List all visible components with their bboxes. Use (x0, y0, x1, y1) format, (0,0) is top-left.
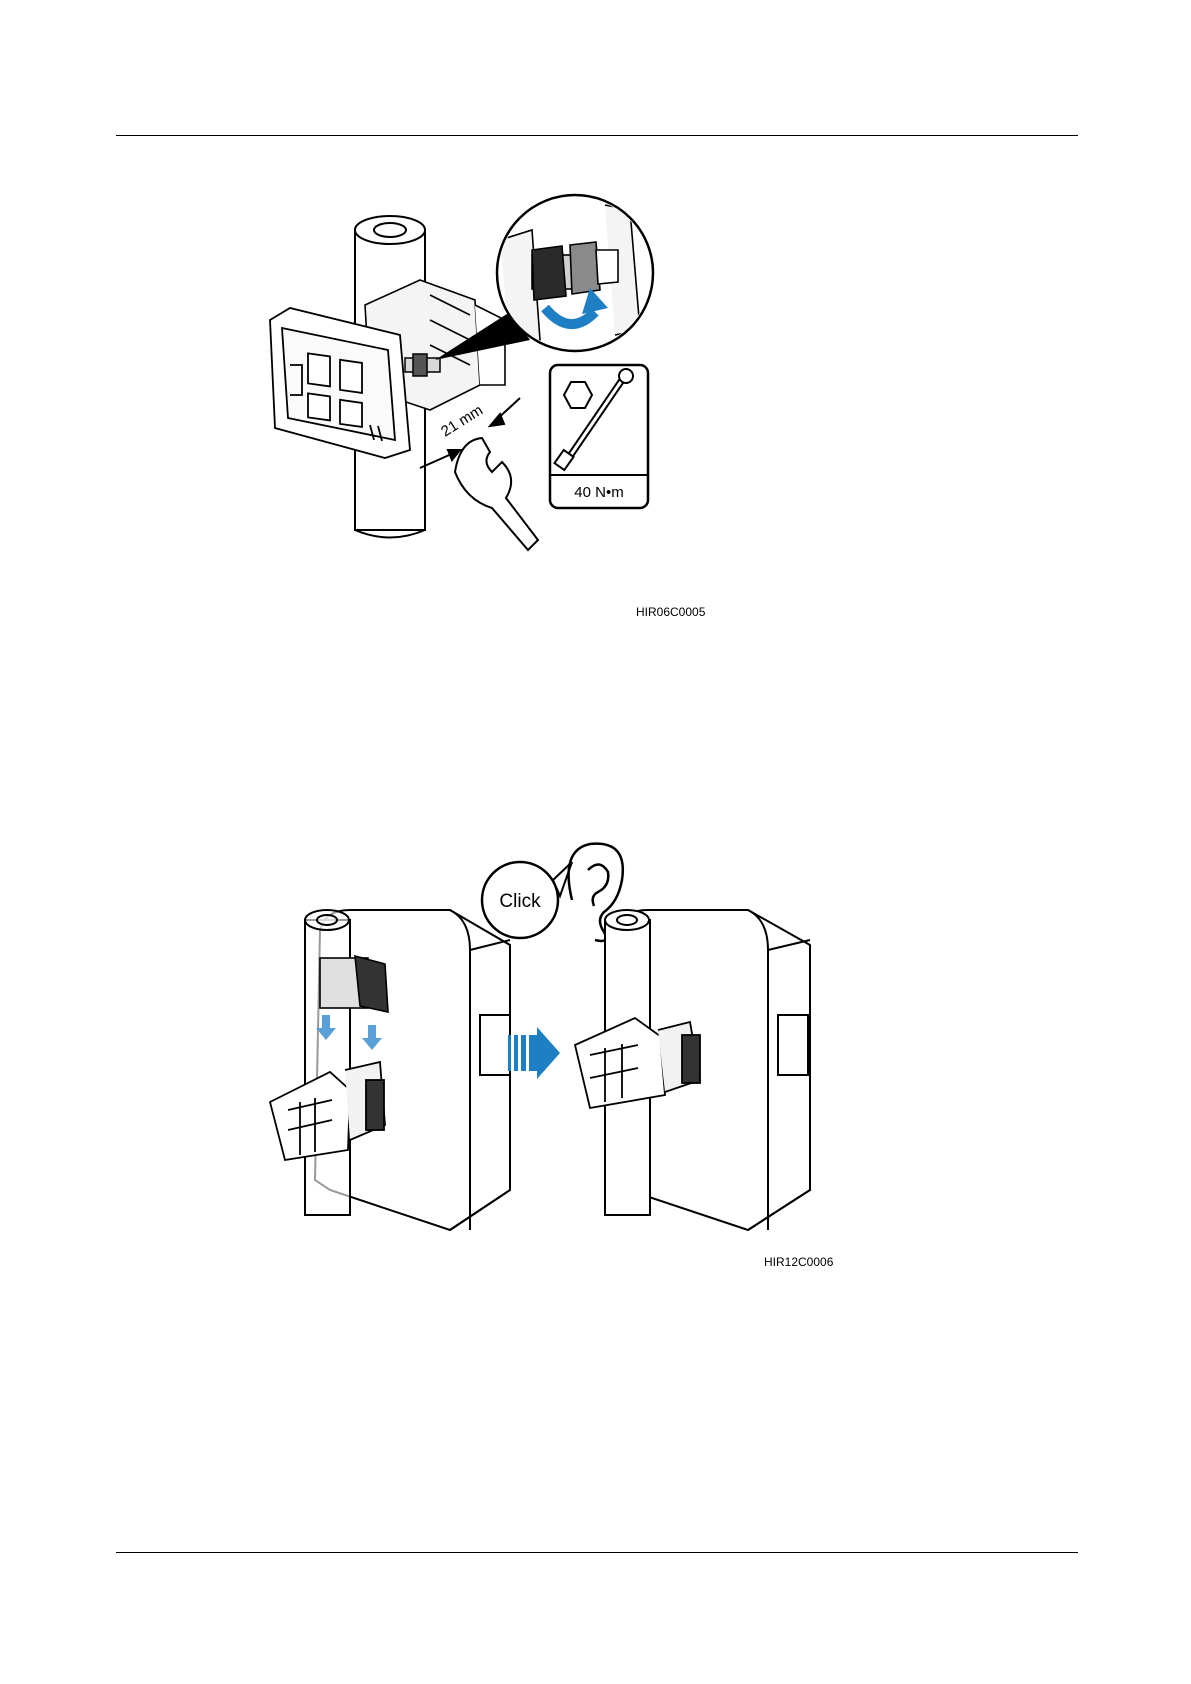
torque-spec-box: 40 N•m (550, 365, 648, 508)
bolt-icon (405, 354, 440, 376)
click-bubble: Click (482, 862, 572, 938)
figure-code: HIR12C0006 (764, 1255, 833, 1269)
figure-pole-bracket-tightening: 40 N•m 21 mm (270, 200, 710, 600)
click-label: Click (499, 891, 541, 912)
figure-code: HIR06C0005 (636, 605, 705, 619)
wrench-size-label: 21 mm (438, 402, 486, 441)
footer-rule (116, 1552, 1078, 1553)
open-end-wrench-icon (455, 438, 538, 550)
figure-device-click-mounting: Click (270, 840, 850, 1240)
pole-icon (305, 910, 350, 1215)
hex-nut-icon (564, 382, 592, 408)
header-rule (116, 135, 1078, 136)
nut-rotation-icon (497, 195, 653, 351)
torque-value: 40 N•m (574, 484, 623, 501)
arrow-right-icon (508, 1027, 560, 1079)
upper-clamp-icon (320, 956, 388, 1012)
